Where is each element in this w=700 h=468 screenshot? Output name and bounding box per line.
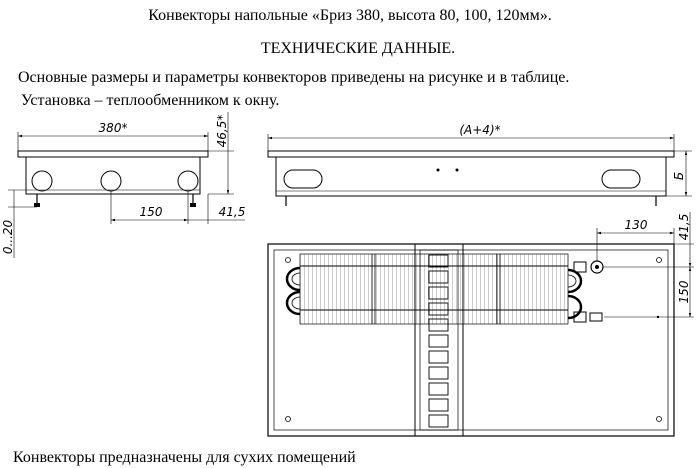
valve-lower <box>573 311 587 323</box>
dim-top-41-label: 41,5 <box>677 214 691 241</box>
grille-frame <box>419 249 459 431</box>
dim-pipe-spacing-label: 150 <box>140 205 163 219</box>
document-title: Конвекторы напольные «Бриз 380, высота 8… <box>148 7 552 24</box>
dim-b-label: Б <box>672 172 686 180</box>
side-slot-right <box>601 169 641 189</box>
section-view: 380* 46,5* 0...20 150 41,5 <box>1 112 245 258</box>
pipe-circle-2 <box>100 170 122 192</box>
description-line-1: Основные размеры и параметры конвекторов… <box>18 69 570 86</box>
valve-upper <box>573 261 587 273</box>
description-line-2: Установка – теплообменником к окну. <box>21 92 280 109</box>
dim-width-label: 380* <box>99 121 128 135</box>
heat-exchanger-fins <box>299 253 569 325</box>
side-slot-left <box>283 169 323 189</box>
pipe-circle-1 <box>31 170 53 192</box>
pipe-circle-3 <box>177 170 199 192</box>
dim-top-150-label: 150 <box>677 280 691 303</box>
grille-cells <box>428 254 449 428</box>
top-view: 130 41,5 150 <box>267 212 694 437</box>
side-view: (А+4)* Б <box>267 123 692 206</box>
dim-height-label: 46,5* <box>215 115 229 148</box>
dim-adjust-label: 0...20 <box>1 219 15 254</box>
footer-note: Конвекторы предназначены для сухих помещ… <box>13 449 356 466</box>
document-subtitle: ТЕХНИЧЕСКИЕ ДАННЫЕ. <box>260 40 456 57</box>
dim-offset-label: 41,5 <box>219 205 246 219</box>
dim-length-label: (А+4)* <box>459 123 500 137</box>
dim-top-offset-label: 130 <box>625 218 648 232</box>
